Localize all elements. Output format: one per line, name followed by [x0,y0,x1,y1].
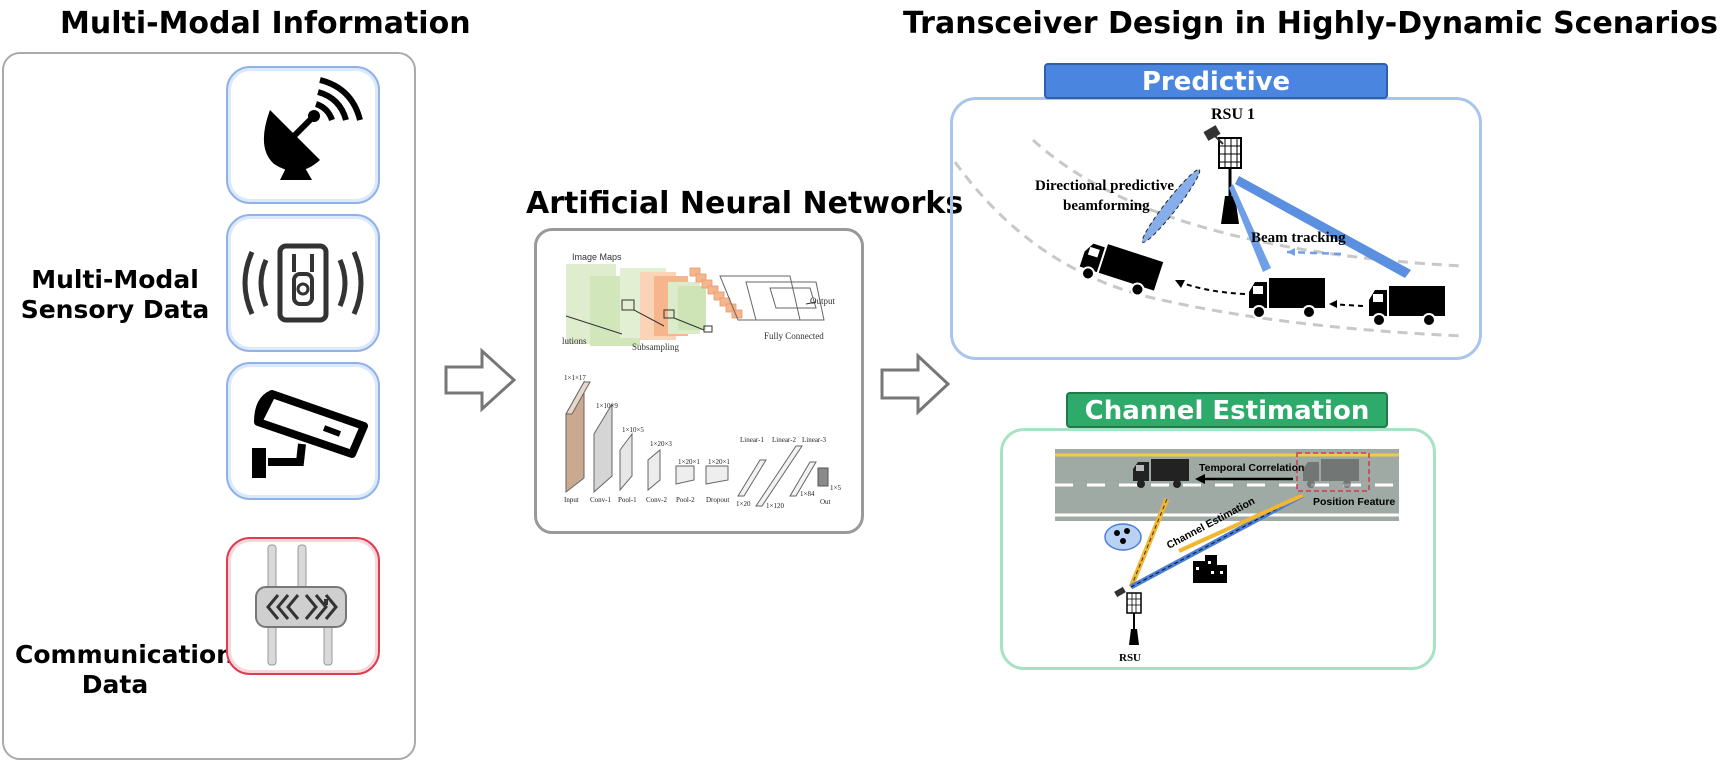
dim-linear1-out: 1×20 [736,500,751,508]
layer-out: Out [820,498,831,506]
dim-input: 1×1×17 [564,374,586,382]
radar-card [226,214,380,352]
directional-label-line1: Directional predictive [1035,178,1174,194]
channel-truck-icon [1133,459,1189,488]
channel-estimation-panel [1000,428,1436,670]
left-title: Multi-Modal Information [60,6,471,41]
scatterer-cluster [1104,523,1142,551]
layer-pool2: Pool-2 [676,496,695,504]
channel-estimation-banner: Channel Estimation [1066,392,1388,428]
rsu1-label: RSU 1 [1211,106,1255,123]
network-architecture: 1×1×17 1×10×9 1×10×5 1×20×3 1×20×1 1×20×… [564,374,841,510]
cnn-fully-connected-label: Fully Connected [764,331,824,341]
predicted-truck-icon [1303,459,1359,488]
satellite-card [226,66,380,204]
rsu-tower-icon [1114,586,1142,645]
beamforming-scene: RSU 1 Directional predictive beamforming… [953,106,1464,338]
radar-sensor-icon [242,243,364,323]
cnn-diagram: Image Maps Output lutions Subsampling Fu… [562,252,836,352]
camera-card [226,362,380,500]
dim-linear2-out: 1×120 [766,502,784,510]
dim-conv1: 1×10×9 [596,402,618,410]
dim-linear2: Linear-2 [772,436,796,444]
dim-linear1: Linear-1 [740,436,764,444]
layer-dropout: Dropout [706,496,729,504]
temporal-correlation-label: Temporal Correlation [1199,462,1304,474]
dim-linear3: Linear-3 [802,436,826,444]
dim-linear3-out: 1×84 [800,490,815,498]
position-box [1296,452,1370,492]
sensory-data-label: Multi-Modal Sensory Data [20,265,210,324]
position-feature-label: Position Feature [1313,496,1395,508]
dim-pool1: 1×10×5 [622,426,644,434]
layer-conv2: Conv-2 [646,496,668,504]
arrow-ann-to-right [880,352,951,416]
dim-out: 1×5 [830,484,841,492]
beamforming-banner: Predictive Beamforming [1044,63,1388,132]
truck-3-icon [1369,286,1445,327]
layer-pool1: Pool-1 [618,496,637,504]
ann-panel [534,228,864,534]
dim-conv2: 1×20×3 [650,440,672,448]
cnn-convolutions-label: lutions [562,336,587,346]
cnn-subsampling-label: Subsampling [632,342,680,352]
beam-tracking-label: Beam tracking [1251,230,1346,246]
layer-input: Input [564,496,579,504]
dim-dropout: 1×20×1 [708,458,730,466]
directional-label-line2: beamforming [1063,198,1150,214]
buildings-icon [1193,555,1227,583]
cnn-output-label: Output [810,296,836,306]
rsu-label: RSU [1119,652,1141,664]
communication-data-label: Communication Data [15,640,234,699]
arrow-left-to-ann [444,347,517,413]
dim-pool2: 1×20×1 [678,458,700,466]
ann-title: Artificial Neural Networks [526,186,964,221]
architecture-layers: Input Conv-1 Pool-1 Conv-2 Pool-2 Dropou… [564,496,831,506]
architecture-dims: 1×1×17 1×10×9 1×10×5 1×20×3 1×20×1 1×20×… [564,374,841,510]
truck-2-icon [1249,278,1325,319]
satellite-dish-icon [263,77,363,180]
right-title: Transceiver Design in Highly-Dynamic Sce… [903,6,1718,41]
communication-card [226,537,380,675]
cnn-image-maps-label: Image Maps [572,252,622,262]
layer-conv1: Conv-1 [590,496,612,504]
surveillance-camera-icon [252,390,368,478]
multi-modal-panel [2,52,416,760]
wireless-access-point-icon [255,544,347,666]
channel-scene: Temporal Correlation Position Feature Ch… [1055,449,1399,664]
truck-1-icon [1079,243,1164,297]
